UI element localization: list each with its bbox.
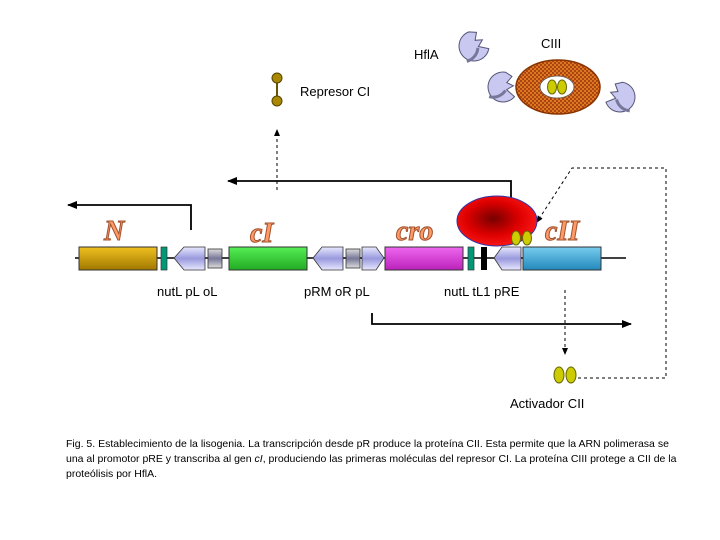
activador-cII-label: Activador CII [510, 396, 584, 411]
hflA-protease-top [453, 25, 493, 67]
hflA-protease-left [484, 68, 520, 106]
region-left-label: nutL pL oL [157, 284, 217, 299]
gene-N-label: N [103, 216, 126, 247]
hflA-label: HflA [414, 47, 439, 62]
cii-activation-path [536, 167, 667, 379]
pRM-promoter [312, 246, 344, 271]
represor-ci-dimer [271, 72, 283, 107]
ciii-label: CIII [541, 36, 561, 51]
nutL-site-left [160, 246, 168, 271]
tL1-terminator [481, 247, 487, 270]
represor-ci-label: Represor CI [300, 84, 370, 99]
gene-N-box [78, 246, 158, 271]
cII-dimer-bound-ciii [547, 79, 567, 95]
gene-cII-label: cII [545, 216, 580, 247]
nutR-site-right [467, 246, 475, 271]
gene-cII-box [522, 246, 602, 271]
pR-promoter [361, 246, 385, 271]
pL-promoter [173, 246, 206, 271]
hflA-protease-right [603, 78, 639, 116]
caption-italic-gene: cI [254, 453, 263, 465]
oR-operator [345, 248, 361, 269]
caption-part2: , produciendo las primeras moléculas del… [66, 453, 677, 480]
gene-cI-label: cI [250, 218, 274, 249]
region-mid-label: pRM oR pL [304, 284, 370, 299]
gene-cro-label: cro [396, 216, 433, 247]
pl-transcript-arrow [67, 201, 192, 230]
caption-part1: Fig. 5. Establecimiento de la lisogenia.… [66, 438, 669, 465]
figure-caption: Fig. 5. Establecimiento de la lisogenia.… [66, 437, 686, 482]
region-right-label: nutL tL1 pRE [444, 284, 520, 299]
oL-operator [207, 248, 223, 269]
pre-transcript-arrow [227, 177, 512, 200]
gene-cro-box [384, 246, 464, 271]
gene-cI-box [228, 246, 308, 271]
pRE-promoter [493, 246, 522, 271]
pr-transcript-arrow [371, 313, 632, 328]
cII-dimer-at-pRE [511, 230, 532, 246]
activador-cII-dimer [553, 366, 577, 384]
